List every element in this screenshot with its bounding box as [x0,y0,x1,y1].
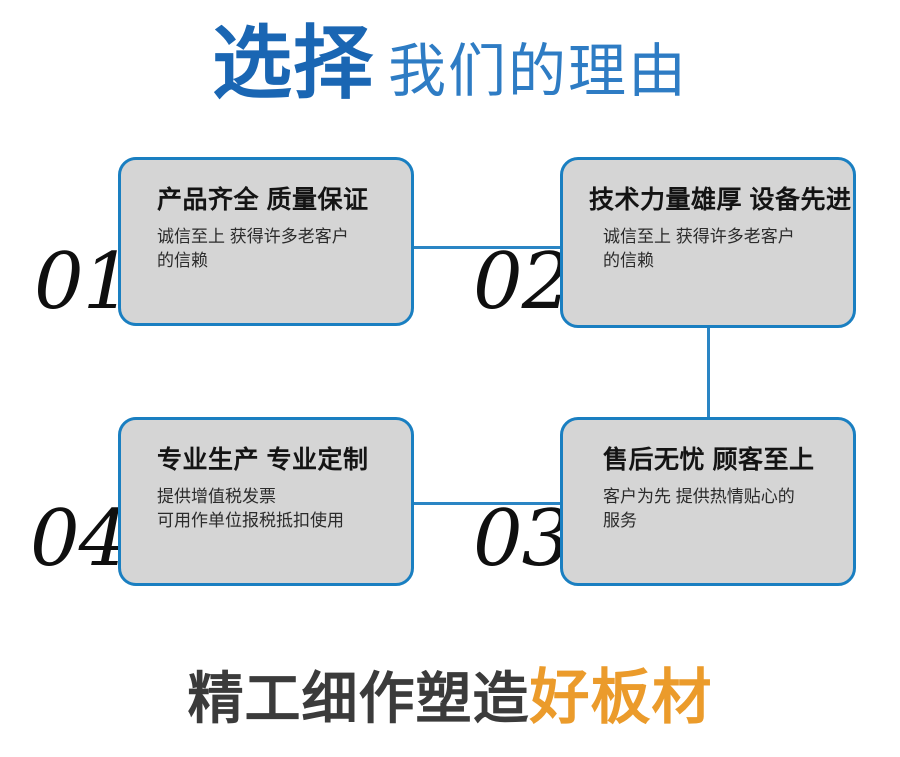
footer-slogan: 精工细作塑造好板材 [0,668,900,728]
card-body-line: 可用作单位报税抵扣使用 [157,511,344,531]
page-title-strong: 选择 [211,17,374,110]
card-body-04: 提供增值税发票 可用作单位报税抵扣使用 [143,485,389,534]
card-number-01: 01 [34,237,132,327]
card-body-line: 提供增值税发票 [157,486,276,506]
connector-line-01-to-02 [413,246,561,249]
connector-line-02-to-03 [707,327,710,418]
card-body-01: 诚信至上 获得许多老客户 的信赖 [143,225,389,274]
card-body-line: 的信赖 [603,251,654,271]
reason-card-01[interactable]: 产品齐全 质量保证 诚信至上 获得许多老客户 的信赖 [118,157,414,326]
card-title-02: 技术力量雄厚 设备先进 [589,186,852,214]
reason-card-02[interactable]: 技术力量雄厚 设备先进 诚信至上 获得许多老客户 的信赖 [560,157,856,328]
card-body-line: 客户为先 提供热情贴心的 [603,486,795,506]
page-title-light: 我们的理由 [387,39,688,104]
card-body-line: 诚信至上 获得许多老客户 [157,226,349,246]
reason-card-03[interactable]: 售后无忧 顾客至上 客户为先 提供热情贴心的 服务 [560,417,856,586]
reason-card-04[interactable]: 专业生产 专业定制 提供增值税发票 可用作单位报税抵扣使用 [118,417,414,586]
card-body-02: 诚信至上 获得许多老客户 的信赖 [585,225,831,274]
card-body-line: 的信赖 [157,251,208,271]
card-body-line: 服务 [603,511,637,531]
card-number-04: 04 [30,494,128,584]
page-title: 选择我们的理由 [0,24,900,104]
card-title-01: 产品齐全 质量保证 [157,186,369,214]
card-title-04: 专业生产 专业定制 [157,446,369,474]
card-number-03: 03 [473,494,571,584]
connector-line-03-to-04 [413,502,561,505]
footer-slogan-accent: 好板材 [529,663,713,733]
card-body-03: 客户为先 提供热情贴心的 服务 [585,485,831,534]
card-title-03: 售后无忧 顾客至上 [603,446,815,474]
card-body-line: 诚信至上 获得许多老客户 [603,226,795,246]
footer-slogan-dark: 精工细作塑造 [187,667,530,730]
card-number-02: 02 [473,237,571,327]
